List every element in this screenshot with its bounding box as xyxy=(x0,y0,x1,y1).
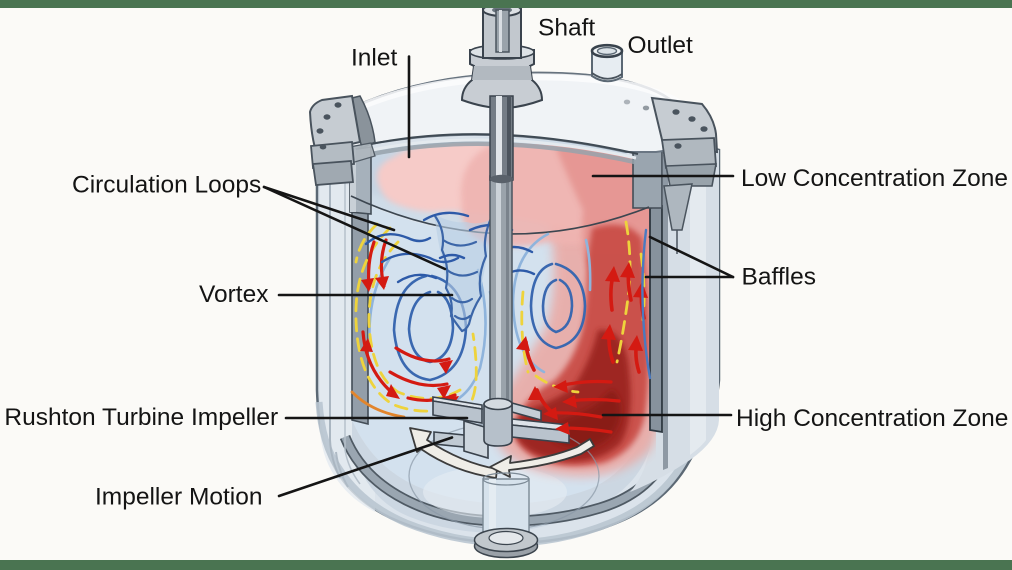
svg-text:Low Concentration Zone: Low Concentration Zone xyxy=(741,165,1008,192)
svg-text:Baffles: Baffles xyxy=(742,263,816,290)
svg-text:Rushton Turbine Impeller: Rushton Turbine Impeller xyxy=(4,404,278,431)
svg-text:High Concentration Zone: High Concentration Zone xyxy=(736,405,1008,432)
svg-text:Circulation Loops: Circulation Loops xyxy=(72,172,261,199)
svg-text:Impeller Motion: Impeller Motion xyxy=(95,483,262,510)
svg-text:Shaft: Shaft xyxy=(538,15,595,42)
svg-text:Inlet: Inlet xyxy=(351,44,398,71)
svg-text:Outlet: Outlet xyxy=(628,32,694,59)
svg-text:Vortex: Vortex xyxy=(199,281,268,308)
